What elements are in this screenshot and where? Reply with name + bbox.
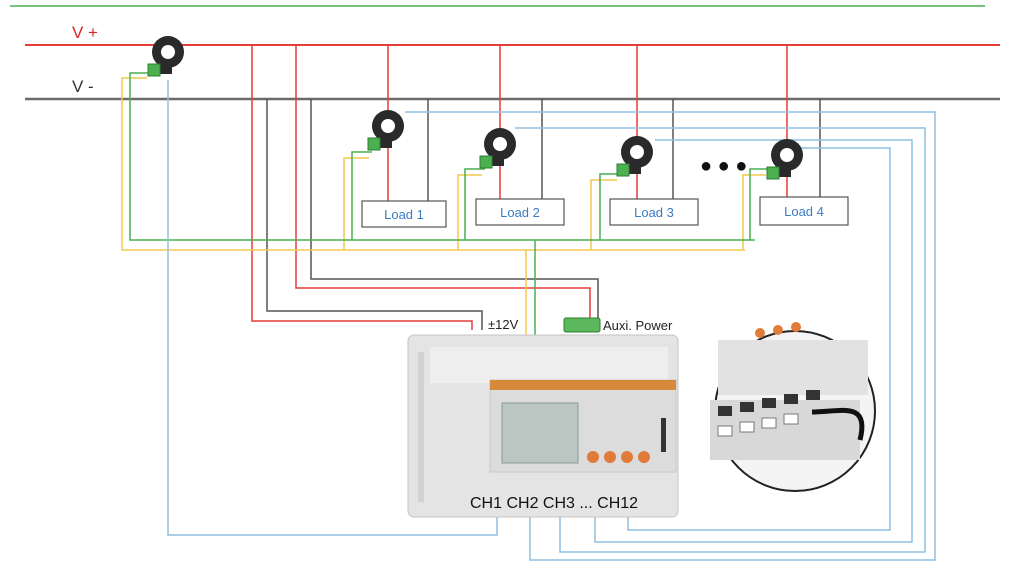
supply-voltage-label: ±12V: [488, 317, 519, 332]
load-box-2: Load 2: [475, 198, 565, 226]
current-sensor-main: [147, 36, 184, 77]
channels-label: CH1 CH2 CH3 ... CH12: [470, 495, 638, 512]
meter-button-3: [621, 451, 633, 463]
signal-bus-green: [129, 72, 770, 335]
meter-button-4: [638, 451, 650, 463]
connector-cable: [811, 407, 865, 441]
load-label-2: Load 2: [500, 205, 540, 220]
aux-power-label: Auxi. Power: [603, 318, 673, 333]
more-loads-ellipsis: ● ● ●: [700, 155, 747, 177]
meter-button-1: [587, 451, 599, 463]
meter-lcd-screen: [501, 402, 579, 464]
current-sensor-4: [766, 139, 803, 180]
load-label-4: Load 4: [784, 204, 824, 219]
meter-button-2: [604, 451, 616, 463]
current-sensor-2: [479, 128, 516, 169]
load-label-1: Load 1: [384, 207, 424, 222]
positive-drops: [387, 45, 788, 201]
load-box-3: Load 3: [609, 198, 699, 226]
aux-power-terminal: [563, 317, 601, 333]
load-box-4: Load 4: [759, 196, 849, 226]
channel-wires-blue: [167, 80, 936, 561]
current-sensor-1: [367, 110, 404, 151]
negative-drops: [427, 99, 821, 201]
current-sensor-3: [616, 136, 653, 177]
meter-power-wires: [251, 45, 599, 330]
load-box-1: Load 1: [361, 200, 447, 228]
terminal-zoom-inset: [710, 322, 876, 492]
energy-meter: CH1 CH2 CH3 ... CH12: [407, 334, 679, 518]
positive-rail-label: V +: [72, 23, 98, 42]
load-label-3: Load 3: [634, 205, 674, 220]
signal-bus-yellow: [121, 77, 766, 335]
negative-rail-label: V -: [72, 77, 94, 96]
